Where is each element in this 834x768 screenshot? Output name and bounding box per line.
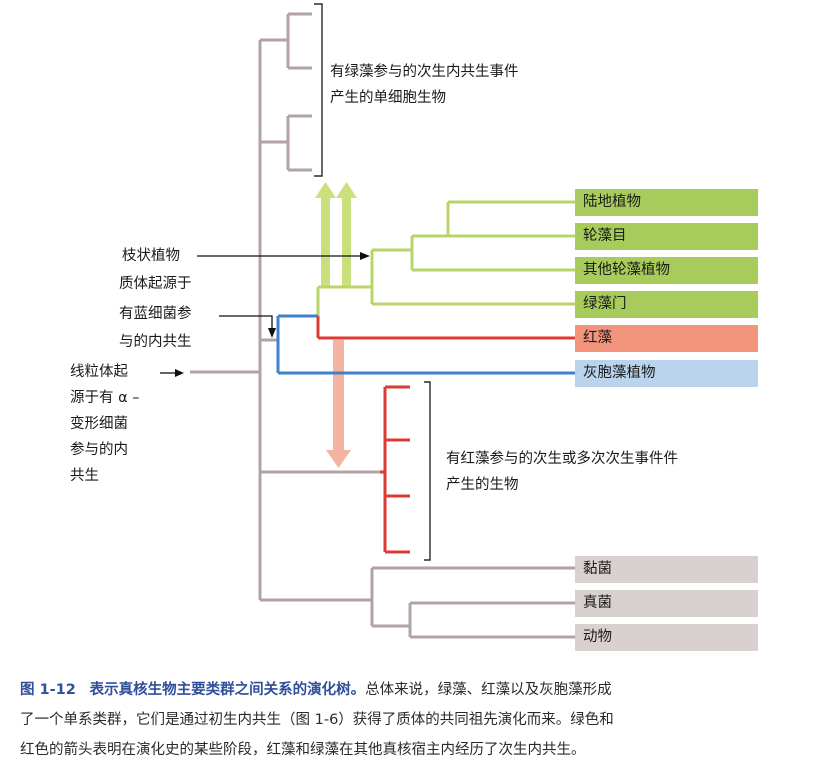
plastid-line1: 质体起源于 [119, 276, 192, 292]
taxon-boxes [575, 189, 758, 651]
caption-title: 表示真核生物主要类群之间关系的演化树。 [89, 682, 366, 698]
caption-line3: 红色的箭头表明在演化史的某些阶段，红藻和绿藻在其他真核宿主内经历了次生内共生。 [20, 742, 586, 758]
caption-line2: 了一个单系类群，它们是通过初生内共生（图 1-6）获得了质体的共同祖先演化而来。… [20, 712, 614, 728]
mito-line3: 变形细菌 [70, 416, 128, 432]
green-group-bracket [314, 3, 323, 177]
mito-line1: 线粒体起 [70, 364, 128, 380]
mito-line2: 源于有 α – [70, 390, 140, 406]
red-branches [316, 316, 575, 554]
taxon-slime-molds: 黏菌 [583, 561, 612, 577]
caption-line1: 图 1-12 表示真核生物主要类群之间关系的演化树。总体来说，绿藻、红藻以及灰胞… [20, 675, 820, 705]
plastid-line3: 与的内共生 [119, 334, 192, 350]
box-animals [575, 624, 758, 651]
box-land-plants [575, 189, 758, 216]
taxon-animals: 动物 [583, 629, 612, 645]
red-secondary-line2: 产生的生物 [446, 477, 519, 493]
taxon-glaucophytes: 灰胞藻植物 [583, 365, 656, 381]
figure-caption: 图 1-12 表示真核生物主要类群之间关系的演化树。总体来说，绿藻、红藻以及灰胞… [20, 675, 820, 765]
taxon-red-algae: 红藻 [583, 330, 612, 346]
plastid-line2: 有蓝细菌参 [119, 306, 192, 322]
green-branches [316, 200, 575, 316]
taxon-chlorophyta: 绿藻门 [583, 296, 627, 312]
evolution-tree [160, 3, 758, 651]
green-secondary-line2: 产生的单细胞生物 [330, 90, 446, 106]
taxon-charales: 轮藻目 [583, 228, 627, 244]
box-other-charophytes [575, 257, 758, 284]
taxon-other-charophytes: 其他轮藻植物 [583, 262, 670, 278]
figure-number: 图 1-12 [20, 682, 76, 698]
red-group-bracket [424, 381, 431, 561]
brackets [314, 3, 431, 561]
box-glaucophytes [575, 360, 758, 387]
box-fungi [575, 590, 758, 617]
box-charales [575, 223, 758, 250]
box-red-algae [575, 325, 758, 352]
blue-branches [276, 314, 575, 375]
dendrophyta-label: 枝状植物 [122, 248, 180, 264]
box-chlorophyta [575, 291, 758, 318]
taxon-land-plants: 陆地植物 [583, 194, 641, 210]
taxon-fungi: 真菌 [583, 595, 612, 611]
mito-line4: 参与的内 [70, 442, 128, 458]
pointer-arrows [160, 252, 370, 377]
green-arrows [315, 182, 357, 288]
box-slime-molds [575, 556, 758, 583]
red-arrow [326, 340, 351, 468]
green-secondary-line1: 有绿藻参与的次生内共生事件 [330, 64, 519, 80]
red-secondary-line1: 有红藻参与的次生或多次次生事件件 [446, 451, 678, 467]
caption-line1-rest: 总体来说，绿藻、红藻以及灰胞藻形成 [365, 682, 612, 698]
mito-line5: 共生 [70, 468, 99, 484]
